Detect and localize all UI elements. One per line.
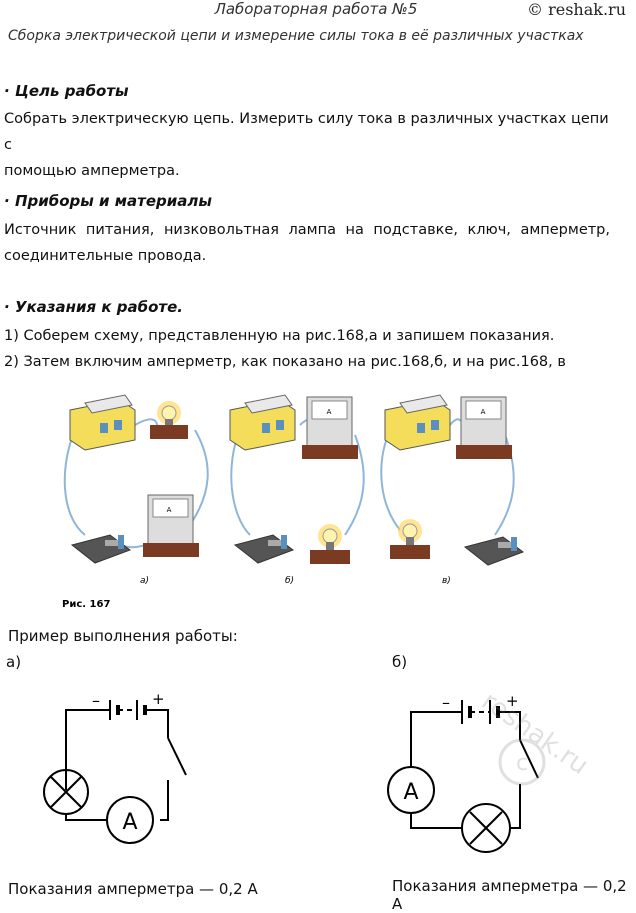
bullet-icon: · [4, 82, 10, 100]
power-source-icon [384, 394, 451, 451]
materials-line-2: соединительные провода. [4, 248, 207, 264]
svg-text:c: c [516, 751, 528, 776]
example-label-b: б) [392, 653, 408, 671]
schematic-a: – + A [43, 690, 187, 844]
instructions-text: 1) Соберем схему, представленную на рис.… [4, 323, 610, 375]
switch-icon [70, 534, 132, 564]
switch-lever [519, 739, 539, 779]
goal-line-1: Собрать электрическую цепь. Измерить сил… [4, 111, 609, 153]
ammeter-icon: A [302, 396, 358, 459]
ammeter-symbol [106, 796, 154, 844]
example-heading: Пример выполнения работы: [8, 627, 238, 645]
materials-text: Источник питания, низковольтная лампа на… [4, 217, 610, 269]
document-title: Лабораторная работа №5 [214, 0, 418, 18]
bullet-icon: · [4, 192, 10, 210]
lamp-icon [390, 519, 430, 559]
materials-heading: · Приборы и материалы [4, 192, 212, 210]
lamp-icon [150, 401, 188, 439]
plus-sign: + [152, 690, 165, 708]
example-label-a: а) [6, 653, 22, 671]
instruction-step-2: 2) Затем включим амперметр, как показано… [4, 354, 566, 370]
lamp-symbol [461, 803, 511, 853]
bullet-icon: · [4, 298, 10, 316]
svg-text:A: A [481, 408, 486, 416]
circuit-illustration: A а) A б) [62, 394, 525, 610]
ammeter-icon: A [143, 494, 199, 557]
goal-line-2: помощью амперметра. [4, 163, 180, 179]
svg-text:A: A [327, 408, 332, 416]
panel-label-c: в) [442, 576, 451, 586]
instruction-step-1: 1) Соберем схему, представленную на рис.… [4, 328, 555, 344]
lamp-icon [310, 524, 350, 564]
panel-c: A в) [380, 394, 525, 586]
minus-sign: – [92, 691, 100, 710]
goal-text: Собрать электрическую цепь. Измерить сил… [4, 106, 610, 184]
panel-a: A а) [63, 394, 209, 586]
reading-b: Показания амперметра — 0,2 А [392, 877, 627, 913]
panel-label-a: а) [140, 576, 149, 586]
plus-sign: + [506, 692, 519, 710]
panel-b: A б) [229, 394, 365, 586]
ammeter-icon: A [456, 396, 512, 459]
minus-sign: – [442, 693, 450, 712]
schematic-b: – + A c reshak.ru [387, 686, 594, 853]
panel-label-b: б) [285, 576, 294, 586]
site-logo[interactable]: © reshak.ru [527, 0, 626, 19]
switch-icon [463, 536, 525, 566]
ammeter-label: A [122, 810, 137, 835]
svg-text:reshak.ru: reshak.ru [476, 686, 594, 781]
goal-heading: · Цель работы [4, 82, 129, 100]
materials-line-1: Источник питания, низковольтная лампа на… [4, 222, 610, 238]
figure-caption: Рис. 167 [62, 599, 110, 610]
document-subtitle: Сборка электрической цепи и измерение си… [8, 28, 584, 44]
copyright-icon [498, 738, 546, 786]
power-source-icon [229, 394, 296, 451]
instructions-heading: · Указания к работе. [4, 298, 183, 316]
svg-text:A: A [167, 506, 172, 514]
switch-icon [233, 534, 295, 564]
reading-a: Показания амперметра — 0,2 А [8, 880, 258, 898]
ammeter-label: A [403, 780, 418, 805]
switch-lever [167, 737, 187, 776]
power-source-icon [69, 394, 136, 451]
